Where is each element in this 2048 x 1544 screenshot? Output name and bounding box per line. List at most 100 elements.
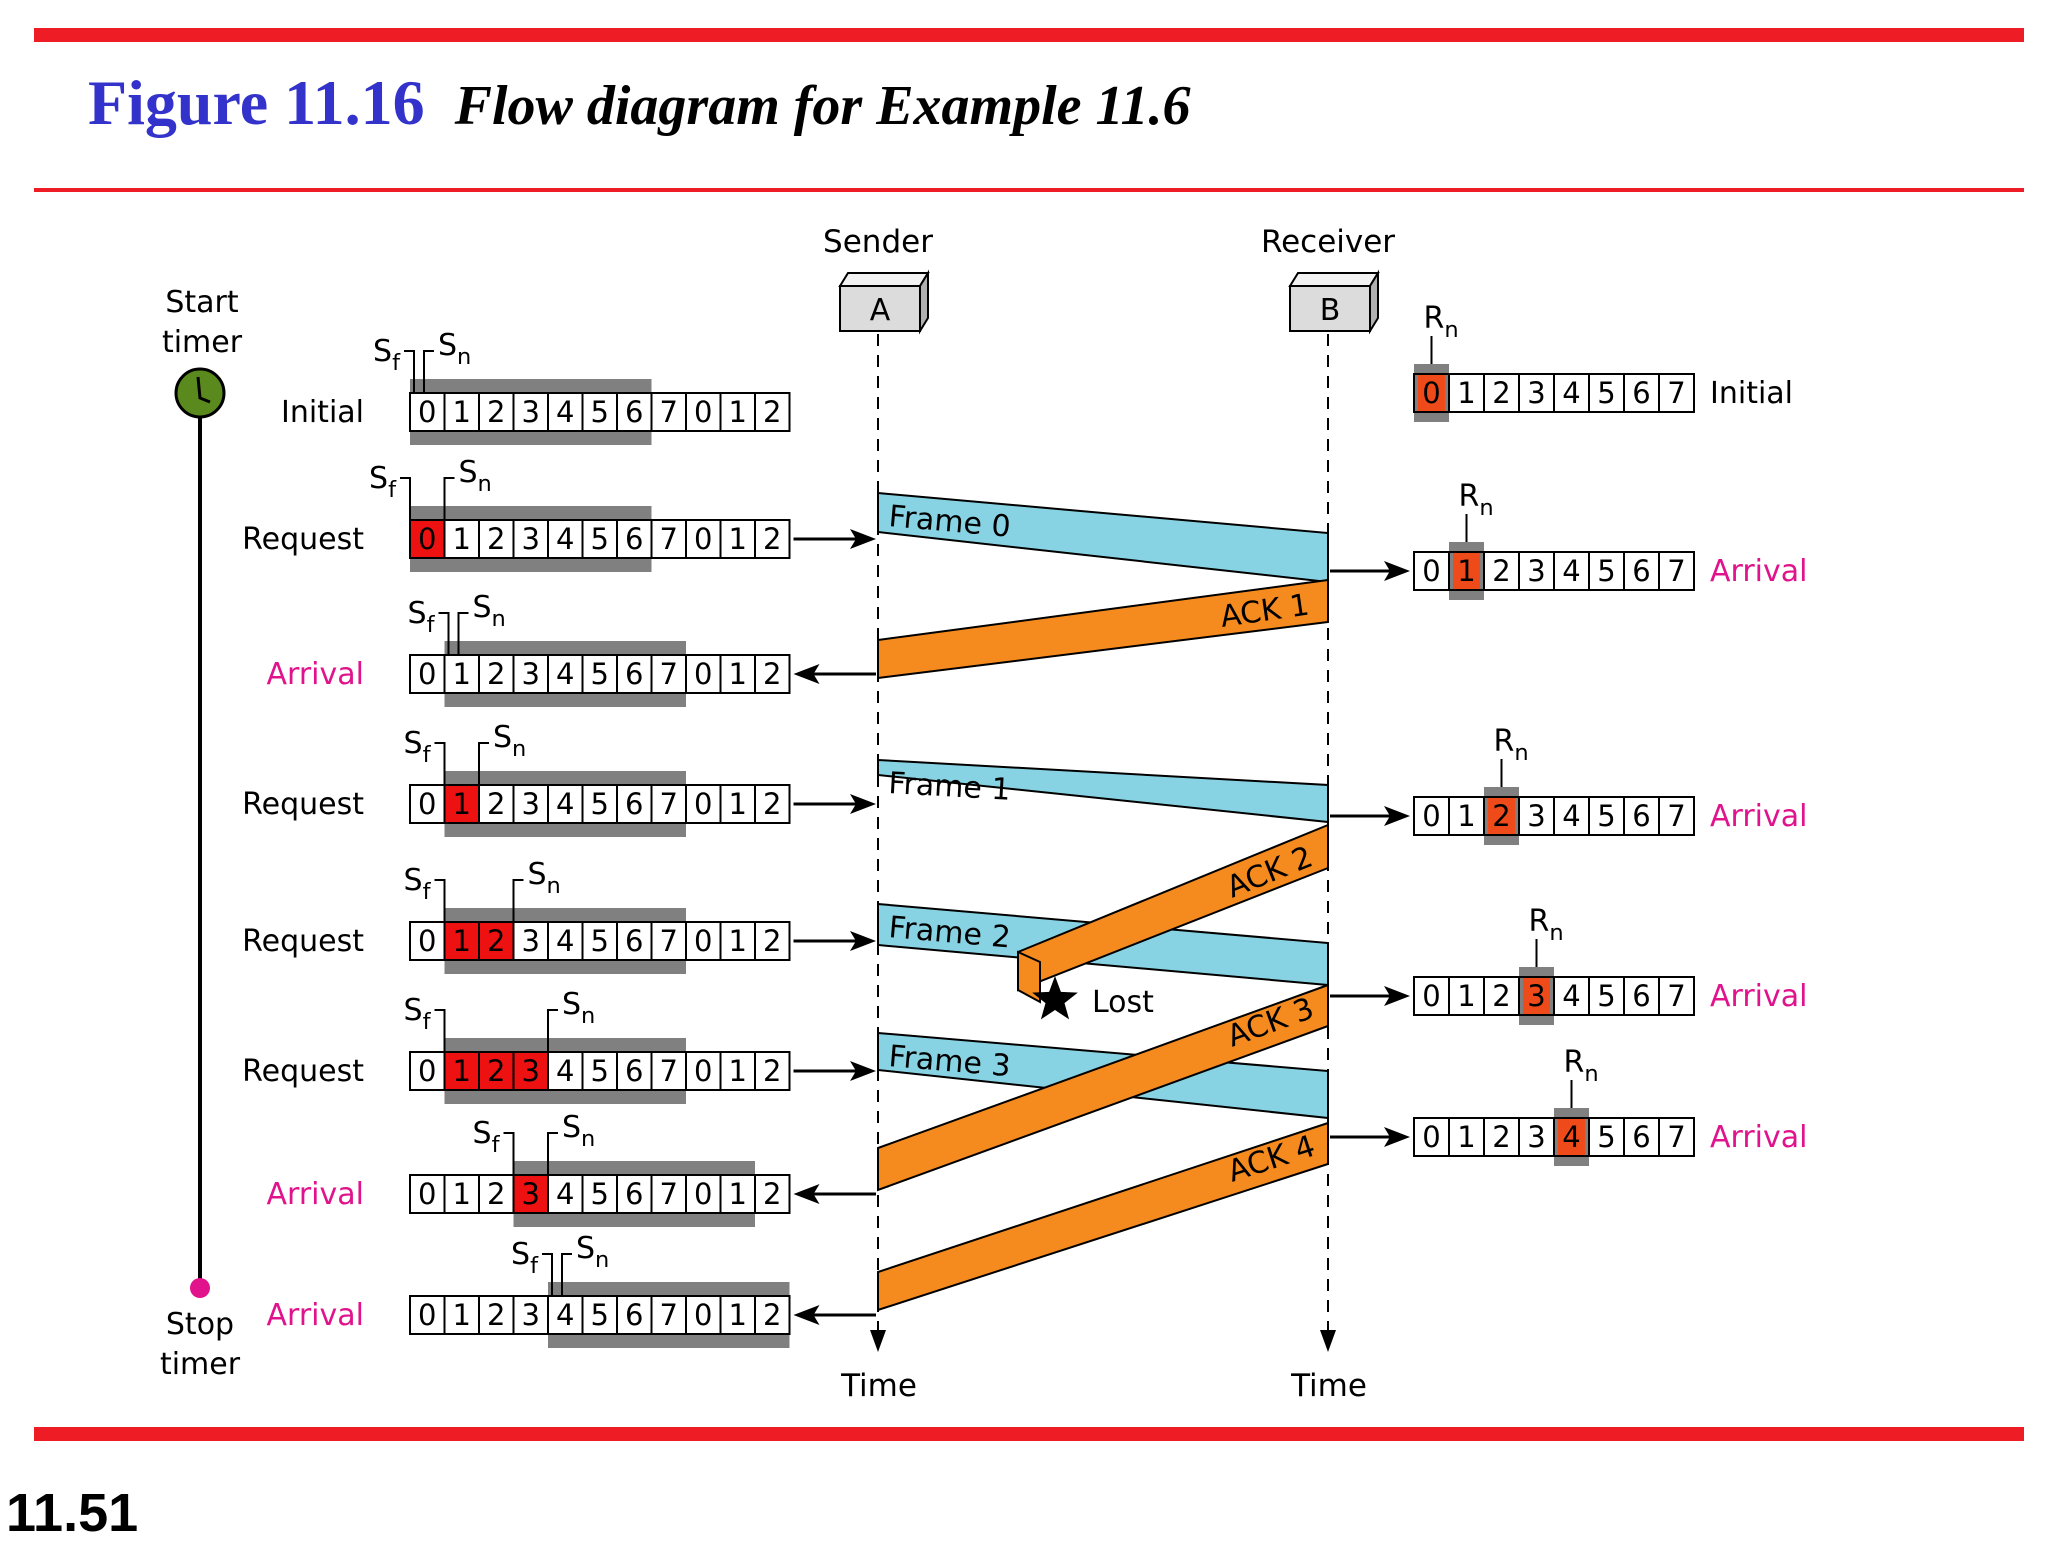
receiver-event-label: Arrival: [1710, 979, 1807, 1014]
sender-cell-value: 6: [625, 395, 643, 429]
sender-cell-value: 1: [453, 787, 471, 821]
rn-label: Rn: [1494, 724, 1529, 766]
sender-cell-value: 0: [694, 395, 712, 429]
receiver-cell-value: 2: [1492, 799, 1510, 833]
sender-cell-value: 0: [694, 522, 712, 556]
sender-cell: [443, 784, 480, 824]
sender-cell-value: 2: [763, 1054, 781, 1088]
sender-cell-value: 6: [625, 787, 643, 821]
receiver-cell-value: 5: [1597, 799, 1615, 833]
sender-event-label: Arrival: [267, 1177, 364, 1212]
receiver-cell-value: 5: [1597, 376, 1615, 410]
sender-cell-value: 7: [660, 395, 678, 429]
sender-cell-value: 6: [625, 924, 643, 958]
sender-cell-value: 7: [660, 657, 678, 691]
sf-pointer: [542, 1253, 553, 1296]
receiver-arrow-1-head: [1384, 561, 1410, 581]
sender-timeline-arrow: [870, 1330, 886, 1352]
receiver-cell-value: 1: [1457, 554, 1475, 588]
sf-label: Sf: [404, 993, 432, 1035]
receiver-cell: [1623, 976, 1660, 1016]
sender-cell-value: 3: [522, 1177, 540, 1211]
receiver-cell-value: 5: [1597, 554, 1615, 588]
sender-cell-value: 6: [625, 1298, 643, 1332]
sender-cell-value: 7: [660, 522, 678, 556]
receiver-event-label: Initial: [1710, 376, 1793, 411]
sender-cell-value: 1: [729, 395, 747, 429]
sender-cell-value: 2: [487, 787, 505, 821]
sender-cell: [443, 1174, 480, 1214]
receiver-cell: [1483, 976, 1520, 1016]
receiver-cell-value: 2: [1492, 554, 1510, 588]
rn-label: Rn: [1459, 479, 1494, 521]
sender-cell-value: 3: [522, 657, 540, 691]
sender-cell-value: 6: [625, 522, 643, 556]
receiver-event-label: Arrival: [1710, 554, 1807, 589]
sender-cell-value: 5: [591, 787, 609, 821]
receiver-station-icon-letter: B: [1320, 293, 1341, 328]
receiver-arrow-3-head: [1384, 986, 1410, 1006]
receiver-cell-value: 6: [1632, 979, 1650, 1013]
sender-cell-value: 1: [453, 1298, 471, 1332]
sender-cell-value: 0: [694, 657, 712, 691]
sender-cell: [443, 1051, 480, 1091]
sender-cell-value: 0: [418, 1298, 436, 1332]
sender-cell-value: 1: [453, 522, 471, 556]
sender-cell: [409, 784, 446, 824]
sf-pointer: [434, 879, 446, 922]
sender-cell: [754, 1174, 791, 1214]
receiver-cell: [1658, 1117, 1695, 1157]
sender-event-label: Request: [242, 1054, 364, 1089]
receiver-cell-value: 1: [1457, 979, 1475, 1013]
receiver-cell-value: 6: [1632, 376, 1650, 410]
sender-cell-value: 0: [694, 924, 712, 958]
sender-cell: [685, 784, 722, 824]
receiver-arrow-2-head: [1384, 806, 1410, 826]
receiver-cell-value: 4: [1562, 799, 1580, 833]
sender-cell-value: 3: [522, 395, 540, 429]
receiver-station-icon: B: [1288, 269, 1380, 335]
sn-pointer: [457, 612, 469, 655]
sender-cell: [581, 921, 618, 961]
sender-cell-value: 5: [591, 657, 609, 691]
sender-station-icon-letter: A: [870, 293, 891, 328]
receiver-cell-value: 3: [1527, 979, 1545, 1013]
sender-cell-value: 4: [556, 1298, 574, 1332]
sender-cell-value: 2: [487, 657, 505, 691]
sender-cell: [409, 654, 446, 694]
sender-cell-value: 5: [591, 395, 609, 429]
sender-send-arrow-1-head: [850, 529, 876, 549]
sender-send-arrow-5-head: [850, 1061, 876, 1081]
sender-cell: [754, 1051, 791, 1091]
sender-cell: [685, 1051, 722, 1091]
receiver-cell-value: 3: [1527, 376, 1545, 410]
sender-station-icon: A: [838, 269, 930, 335]
receiver-cell: [1453, 552, 1480, 590]
sender-cell-value: 3: [522, 1298, 540, 1332]
sender-timeline-time-label: Time: [840, 1368, 917, 1404]
sender-cell-value: 0: [418, 1054, 436, 1088]
sender-cell-value: 6: [625, 657, 643, 691]
receiver-cell: [1518, 1117, 1555, 1157]
sender-cell-value: 0: [418, 1177, 436, 1211]
sender-cell: [581, 519, 618, 559]
receiver-cell: [1588, 551, 1625, 591]
receiver-cells-outline: [1413, 551, 1695, 591]
receiver-cell: [1553, 796, 1590, 836]
sf-label: Sf: [369, 461, 397, 503]
sender-cell-value: 5: [591, 1298, 609, 1332]
receiver-cell-value: 4: [1562, 554, 1580, 588]
clock-hands: [196, 376, 211, 404]
sender-cell: [547, 784, 584, 824]
receiver-cell-value: 7: [1667, 376, 1685, 410]
receiver-cell: [1558, 1118, 1585, 1156]
receiver-timeline-arrow: [1320, 1330, 1336, 1352]
sn-pointer: [547, 1009, 558, 1052]
frame-1-label: Frame 1: [888, 766, 1012, 808]
